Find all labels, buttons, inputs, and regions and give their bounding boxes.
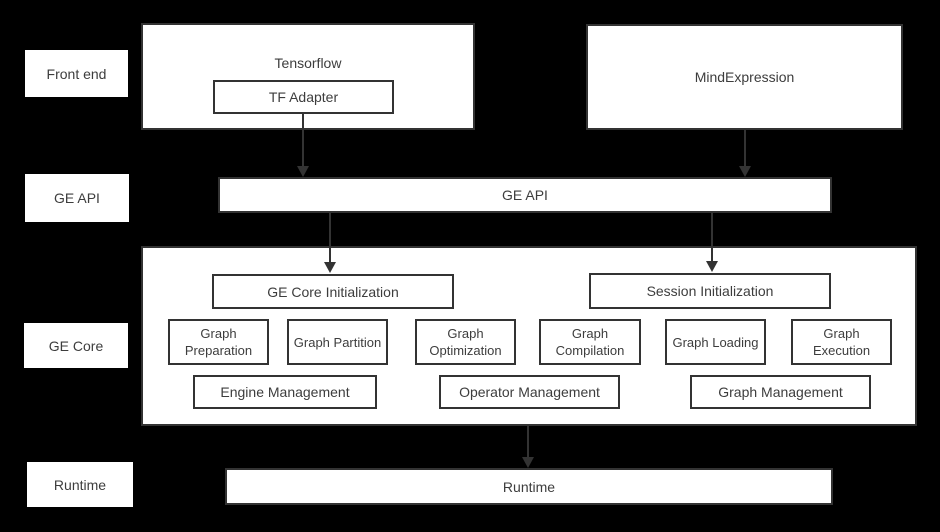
graph-optimization-box: Graph Optimization — [415, 319, 516, 365]
graph-loading-box: Graph Loading — [665, 319, 766, 365]
graph-execution-box: Graph Execution — [791, 319, 892, 365]
row-label-ge-api: GE API — [25, 174, 129, 222]
ge-api-bar: GE API — [218, 177, 832, 213]
graph-partition-box: Graph Partition — [287, 319, 388, 365]
arrow-ge-api-to-ge-core-init — [324, 213, 336, 273]
row-label-runtime: Runtime — [27, 462, 133, 507]
arrow-tf-adapter-to-ge-api — [297, 114, 309, 177]
arrow-ge-api-to-session-init — [706, 213, 718, 272]
arrow-mindexpression-to-ge-api — [739, 130, 751, 177]
graph-compilation-box: Graph Compilation — [539, 319, 641, 365]
tensorflow-box: Tensorflow TF Adapter — [141, 23, 475, 130]
ge-core-initialization-box: GE Core Initialization — [212, 274, 454, 309]
arrow-ge-core-to-runtime — [522, 426, 534, 468]
engine-management-box: Engine Management — [193, 375, 377, 409]
runtime-bar: Runtime — [225, 468, 833, 505]
row-label-front-end: Front end — [25, 50, 128, 97]
graph-management-box: Graph Management — [690, 375, 871, 409]
tensorflow-label: Tensorflow — [274, 55, 342, 71]
operator-management-box: Operator Management — [439, 375, 620, 409]
mindexpression-box: MindExpression — [586, 24, 903, 130]
tf-adapter-box: TF Adapter — [213, 80, 394, 114]
row-label-ge-core: GE Core — [24, 323, 128, 368]
graph-preparation-box: Graph Preparation — [168, 319, 269, 365]
session-initialization-box: Session Initialization — [589, 273, 831, 309]
ge-core-container: GE Core Initialization Session Initializ… — [141, 246, 917, 426]
